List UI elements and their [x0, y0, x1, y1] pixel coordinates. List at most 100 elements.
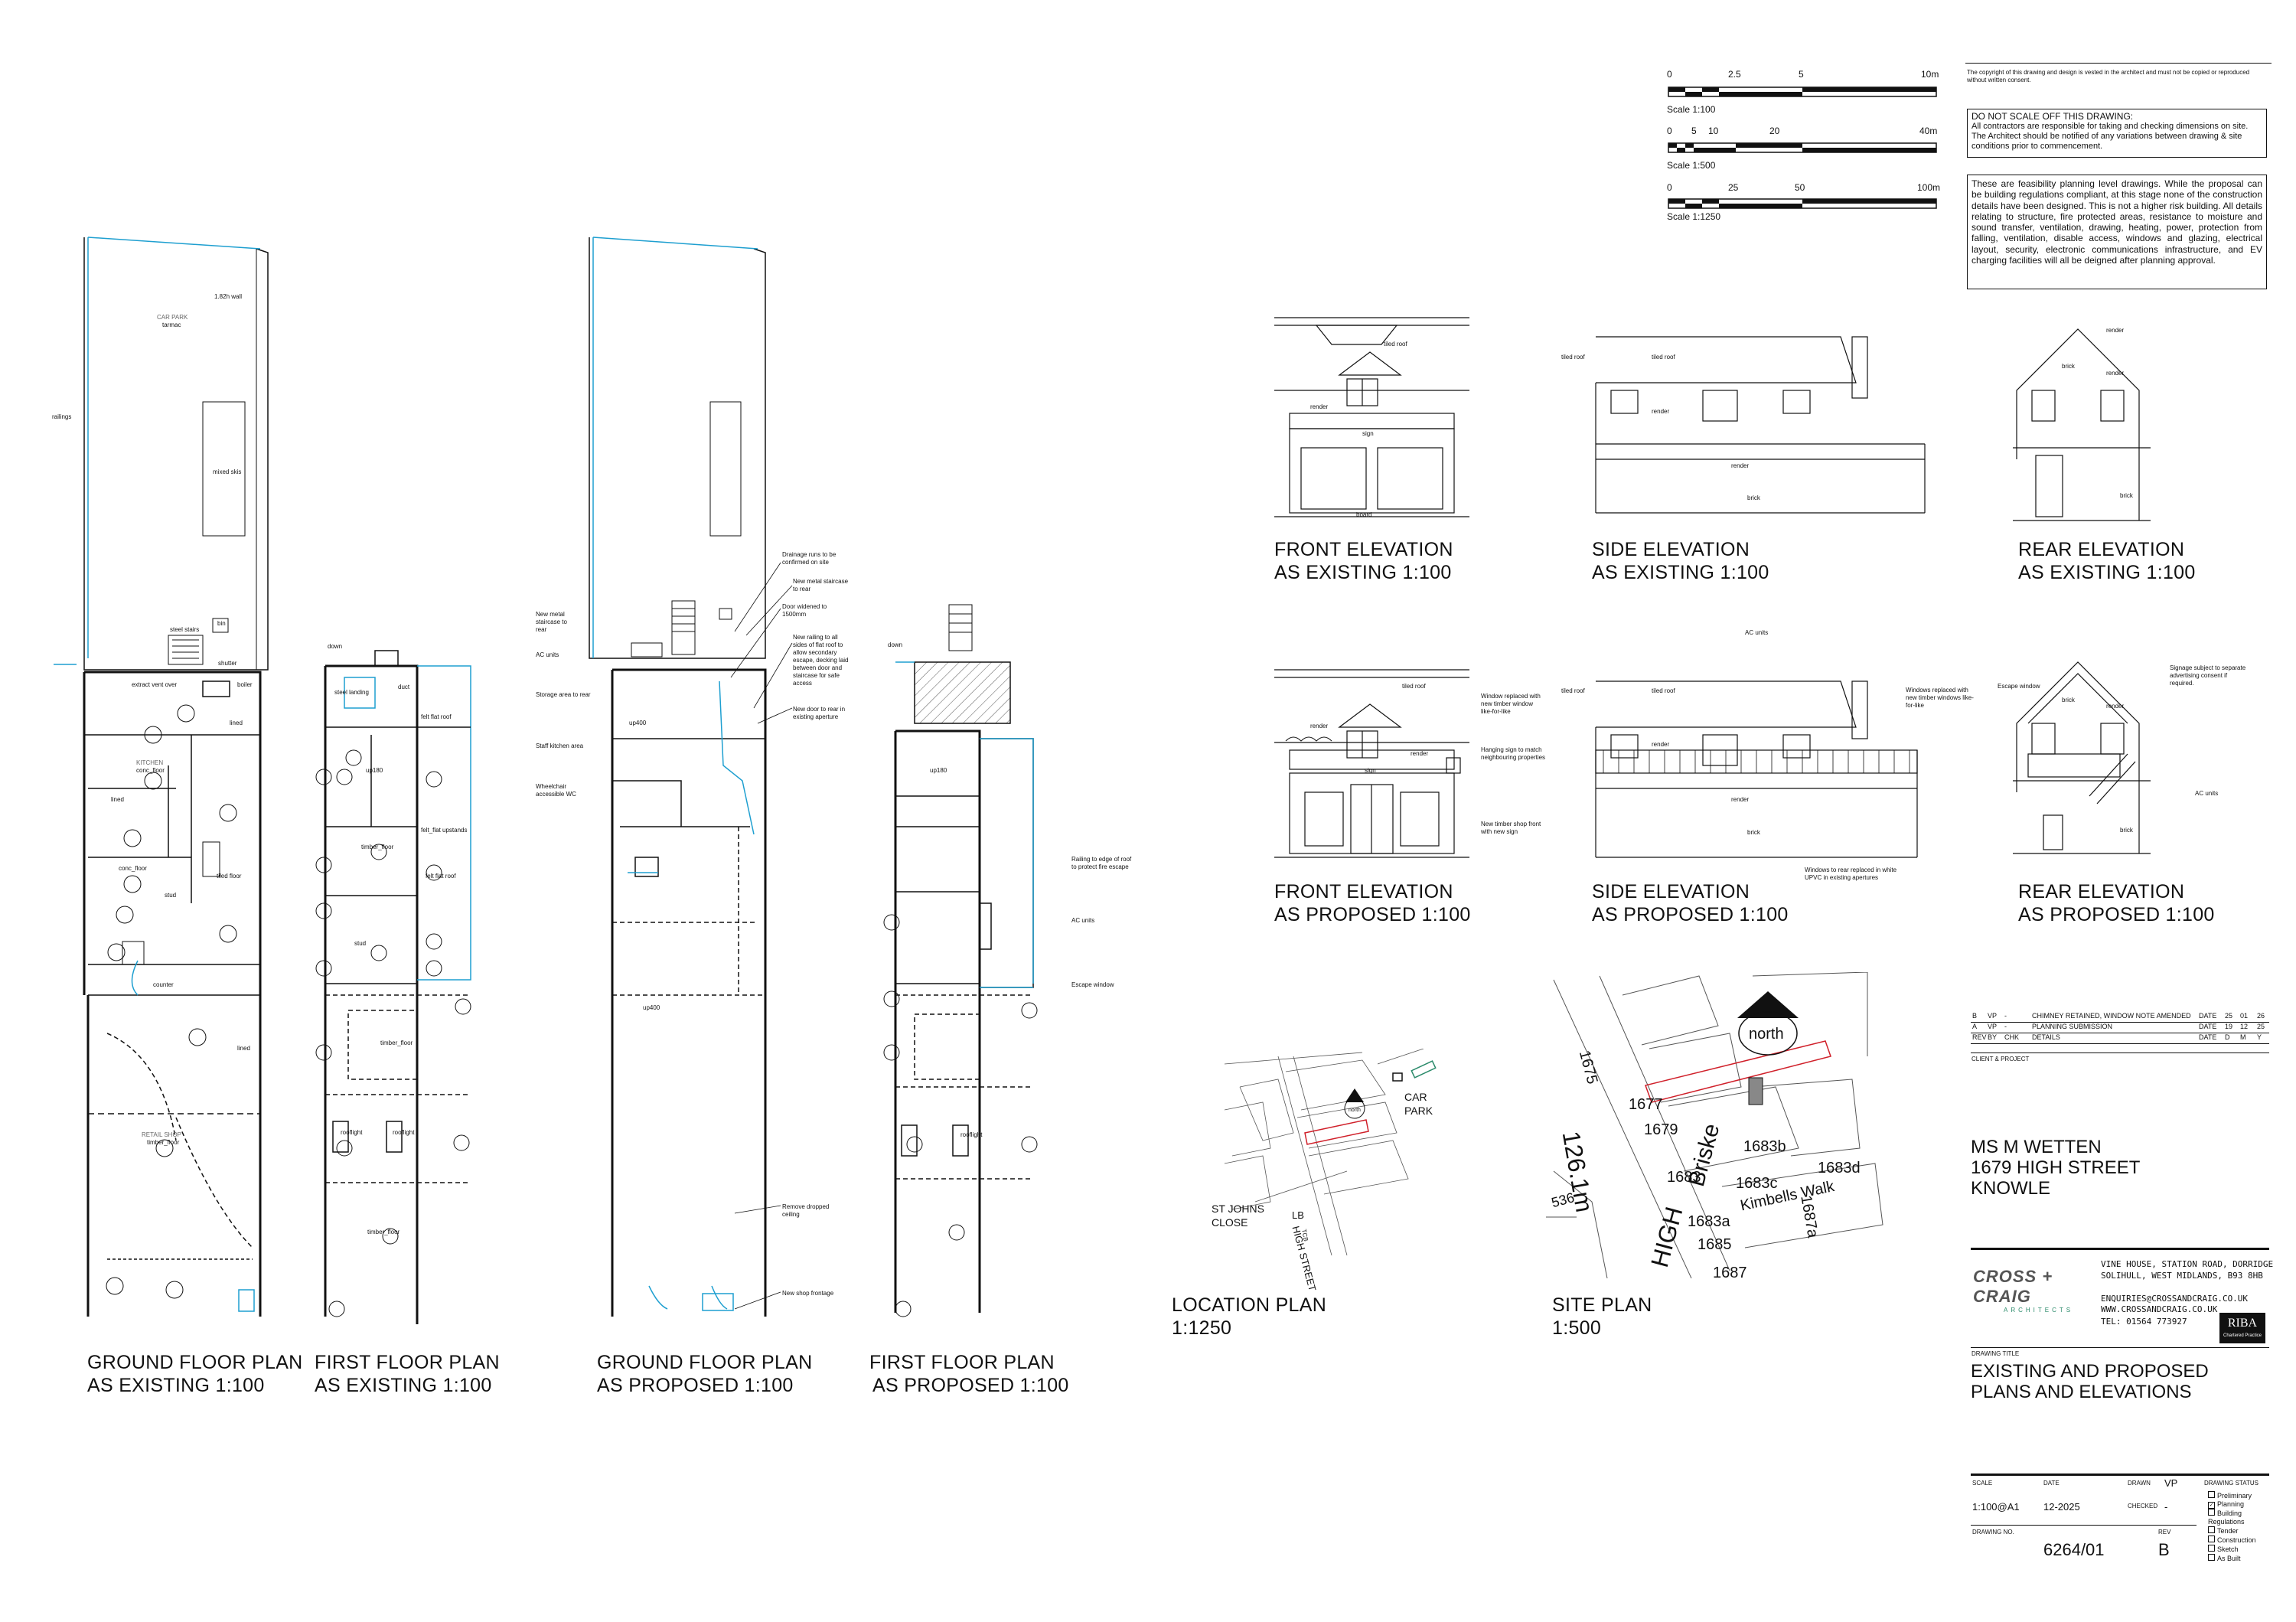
- practice-logo: CROSS + CRAIG ARCHITECTS: [1973, 1267, 2088, 1314]
- rp-brick-1: brick: [2062, 697, 2075, 703]
- side-elevation-existing: [1595, 336, 1926, 514]
- fe-tiled-roof: tiled roof: [1384, 341, 1407, 348]
- gf-conc-floor-2: conc_floor: [119, 865, 147, 872]
- ff-felt-flat-roof: felt flat roof: [421, 713, 452, 720]
- rev-date-label: DATE: [2199, 1023, 2217, 1030]
- client-name: MS M WETTEN: [1971, 1137, 2102, 1157]
- gf-steel-stairs: steel stairs: [170, 626, 200, 633]
- gp-drainage: Drainage runs to be confirmed on site: [782, 551, 837, 566]
- gf-extract: extract vent over: [132, 681, 178, 688]
- site-caption-1: SITE PLAN: [1552, 1294, 1652, 1316]
- gp-new-staircase-rear: New metal staircase to rear: [793, 578, 849, 592]
- ff-existing-caption-1: FIRST FLOOR PLAN: [315, 1352, 500, 1373]
- scale3-tick2: 50: [1795, 182, 1805, 193]
- practice-address-2: SOLIHULL, WEST MIDLANDS, B93 8HB: [2101, 1271, 2263, 1281]
- location-caption-1: LOCATION PLAN: [1172, 1294, 1327, 1316]
- status-checkbox[interactable]: [2208, 1491, 2215, 1498]
- rev-details: DETAILS: [2032, 1033, 2060, 1041]
- sp-render-1: render: [1652, 741, 1670, 748]
- status-checkbox[interactable]: ✓: [2208, 1502, 2215, 1509]
- scale1-tick0: 0: [1667, 69, 1672, 80]
- gp-new-shop-front: New shop frontage: [782, 1290, 834, 1297]
- gp-remove-ceiling: Remove dropped ceiling: [782, 1203, 830, 1218]
- gp-storage: Storage area to rear: [536, 691, 591, 698]
- rev-chk: -: [2004, 1012, 2007, 1020]
- rev-chk: CHK: [2004, 1033, 2020, 1041]
- status-label: Building Regulations: [2208, 1509, 2245, 1526]
- fe-render: render: [1310, 403, 1329, 410]
- rear-elevation-proposed: [2013, 661, 2151, 854]
- rp-render: render: [2106, 703, 2125, 710]
- rev-d: 19: [2225, 1023, 2233, 1030]
- gf-conc-floor: conc_floor: [136, 767, 165, 774]
- ff-timber-floor-2: timber_floor: [380, 1039, 413, 1046]
- client-address-1: 1679 HIGH STREET: [1971, 1157, 2141, 1178]
- riba-badge: RIBA Chartered Practice: [2219, 1313, 2265, 1343]
- se-tiled-roof-2: tiled roof: [1652, 354, 1675, 361]
- status-item: ✓Planning: [2208, 1500, 2269, 1509]
- re-render-2: render: [2106, 370, 2125, 377]
- drawing-title-label: DRAWING TITLE: [1971, 1350, 2020, 1357]
- gf-lined-1: lined: [111, 796, 124, 803]
- sp-brick: brick: [1747, 829, 1760, 836]
- feasibility-box: These are feasibility planning level dra…: [1967, 175, 2267, 289]
- scale1-label: Scale 1:100: [1667, 104, 1716, 115]
- rp-escape-window: Escape window: [1998, 683, 2040, 690]
- scale3-tick1: 25: [1728, 182, 1739, 193]
- status-checkbox[interactable]: [2208, 1526, 2215, 1533]
- front-proposed-caption-1: FRONT ELEVATION: [1274, 881, 1453, 902]
- practice-logo-name: CROSS + CRAIG: [1973, 1267, 2053, 1306]
- gf-railings: railings: [52, 413, 72, 420]
- status-item: Tender: [2208, 1526, 2269, 1536]
- loc-car-park: CAR PARK: [1404, 1091, 1433, 1117]
- gp-up400-2: up400: [643, 1004, 660, 1011]
- status-checkbox[interactable]: [2208, 1545, 2215, 1552]
- rear-proposed-caption-1: REAR ELEVATION: [2018, 881, 2185, 902]
- status-label: Planning: [2217, 1500, 2245, 1508]
- ff-felt-flat-roof-2: felt flat roof: [426, 873, 456, 880]
- front-existing-caption-2: AS EXISTING 1:100: [1274, 562, 1452, 583]
- loc-north: north: [1349, 1108, 1361, 1113]
- se-tiled-roof-1: tiled roof: [1561, 354, 1585, 361]
- practice-email[interactable]: ENQUIRIES@CROSSANDCRAIG.CO.UK: [2101, 1294, 2249, 1304]
- se-brick: brick: [1747, 494, 1760, 501]
- status-checkbox[interactable]: [2208, 1509, 2215, 1516]
- gf-existing-caption-2: AS EXISTING 1:100: [87, 1375, 265, 1396]
- se-render-1: render: [1652, 408, 1670, 415]
- tb-status-list: Preliminary ✓Planning Building Regulatio…: [2208, 1491, 2269, 1563]
- rev-code: B: [1972, 1012, 1978, 1020]
- rp-signage: Signage subject to separate advertising …: [2170, 664, 2246, 687]
- location-caption-2: 1:1250: [1172, 1317, 1232, 1339]
- gp-up400: up400: [629, 720, 647, 726]
- gf-boiler: boiler: [237, 681, 253, 688]
- rev-m: 01: [2240, 1012, 2249, 1020]
- status-item: Sketch: [2208, 1545, 2269, 1554]
- gf-lined-3: lined: [237, 1045, 250, 1052]
- rev-chk: -: [2004, 1023, 2007, 1030]
- ff-rooflight-1: rooflight: [341, 1129, 363, 1136]
- status-label: Sketch: [2217, 1545, 2239, 1553]
- rev-by: VP: [1988, 1023, 1998, 1030]
- status-checkbox[interactable]: [2208, 1554, 2215, 1561]
- gf-lined-2: lined: [230, 720, 243, 726]
- site-plan-map: [1546, 972, 1883, 1278]
- status-item: As Built: [2208, 1554, 2269, 1563]
- status-checkbox[interactable]: [2208, 1536, 2215, 1542]
- practice-web[interactable]: WWW.CROSSANDCRAIG.CO.UK: [2101, 1304, 2218, 1314]
- sp-ac-units: AC units: [1745, 629, 1769, 636]
- rev-by: VP: [1988, 1012, 1998, 1020]
- title-divider: [1971, 1347, 2269, 1348]
- front-elevation-proposed: [1274, 669, 1469, 858]
- fp-tiled-roof: tiled roof: [1402, 683, 1426, 690]
- practice-address-1: VINE HOUSE, STATION ROAD, DORRIDGE: [2101, 1259, 2274, 1269]
- ff-timber-floor-3: timber_floor: [367, 1229, 400, 1235]
- fp-render: render: [1310, 723, 1329, 729]
- ff-felt-upstands: felt_flat upstands: [421, 827, 468, 834]
- fp-sign: sign: [1365, 767, 1376, 774]
- gf-existing-caption-1: GROUND FLOOR PLAN: [87, 1352, 303, 1373]
- sp-windows-replaced: Windows replaced with new timber windows…: [1906, 687, 1974, 709]
- gf-stud: stud: [165, 892, 177, 899]
- drawing-title-1: EXISTING AND PROPOSED: [1971, 1361, 2209, 1382]
- gf-tarmac: tarmac: [162, 321, 181, 328]
- scale2-label: Scale 1:500: [1667, 160, 1716, 171]
